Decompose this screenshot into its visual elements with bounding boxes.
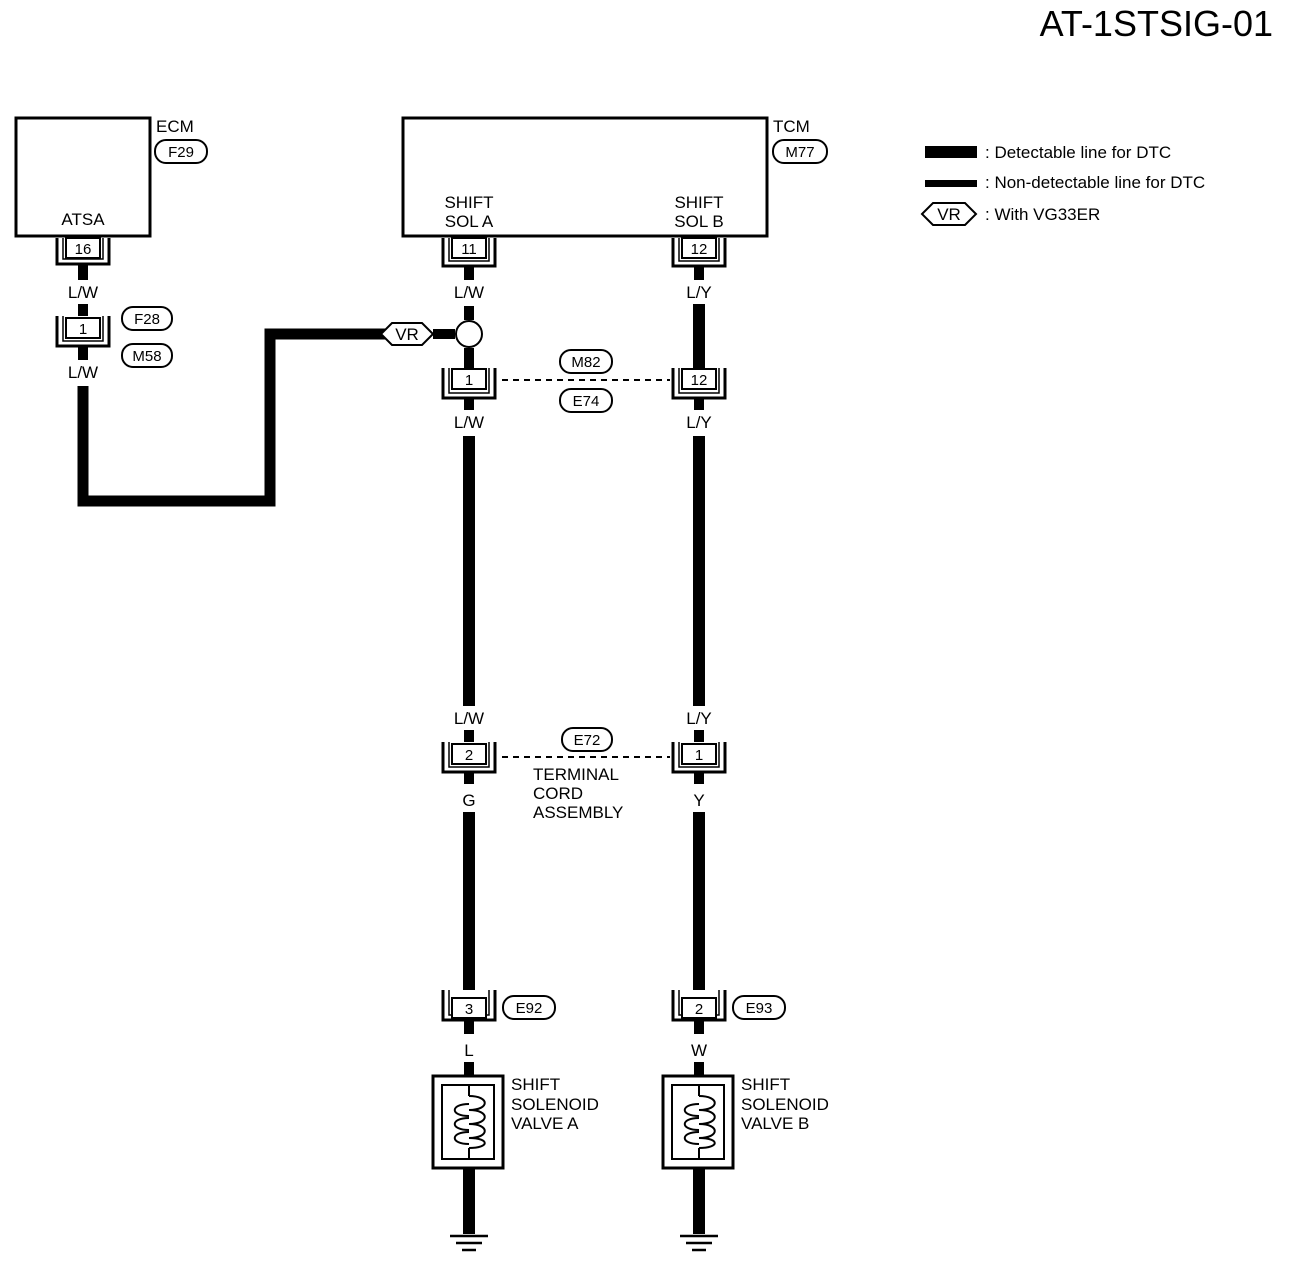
tcm-name: TCM [773, 117, 810, 136]
tcm-sol-a-line2: SOL A [445, 212, 494, 231]
ecm-box [14, 116, 152, 238]
vr-option-tag-text: VR [395, 325, 419, 344]
e74-badge [559, 388, 613, 413]
e72-pin-a-number: 2 [465, 747, 473, 764]
wire-a-lower [463, 812, 475, 990]
wire-b-upper [693, 304, 705, 370]
wire-label-a-m82: L/W [454, 413, 484, 432]
ground-a-icon [450, 1234, 488, 1252]
tcm-sol-a-line1: SHIFT [444, 193, 493, 212]
legend-detectable-text: : Detectable line for DTC [985, 143, 1171, 162]
tcm-unit: TCM M77 SHIFT SOL A SHIFT SOL B 11 12 [401, 116, 828, 268]
wire-label-a-g: G [462, 791, 475, 810]
solenoid-a-line1: SHIFT [511, 1075, 560, 1094]
legend-option-text: : With VG33ER [985, 205, 1100, 224]
wire-label-a-tcm: L/W [454, 283, 484, 302]
tcm-pin-a-box [451, 237, 487, 259]
tcm-sol-b-line1: SHIFT [674, 193, 723, 212]
solenoid-b-line2: SOLENOID [741, 1095, 829, 1114]
connector-e72: 2 1 E72 TERMINAL CORD ASSEMBLY [441, 727, 727, 822]
m82-badge [559, 349, 613, 374]
wire-label-a-e72: L/W [454, 709, 484, 728]
e92-label: E92 [516, 1000, 543, 1017]
connector-e93: 2 E93 [671, 990, 786, 1022]
wire-label-b-w: W [691, 1041, 707, 1060]
wire-b-lower [693, 812, 705, 990]
ecm-pin-box [65, 237, 101, 259]
wire-ecm-to-junction [77, 328, 400, 507]
e72-desc-line3: ASSEMBLY [533, 803, 623, 822]
ecm-terminal-label: ATSA [61, 210, 105, 229]
legend-detectable-line [925, 146, 977, 158]
legend-option-tag-text: VR [937, 205, 961, 224]
e72-desc-line2: CORD [533, 784, 583, 803]
tcm-connector-label: M77 [785, 144, 814, 161]
f28-label: F28 [134, 311, 160, 328]
f28-pin-box [65, 317, 101, 339]
m82-pin-a-number: 1 [465, 372, 473, 389]
junction-point [455, 320, 483, 348]
e93-label: E93 [746, 1000, 773, 1017]
m82-pin-b-number: 12 [691, 372, 708, 389]
e92-badge [502, 995, 556, 1020]
tcm-box [401, 116, 769, 238]
e92-pin-number: 3 [465, 1001, 473, 1018]
wire-label-a-l: L [464, 1041, 473, 1060]
ecm-unit: ECM F29 ATSA 16 [14, 116, 208, 266]
tcm-pin-b-box [681, 237, 717, 259]
wire-label-b-m82: L/Y [686, 413, 712, 432]
page-title: AT-1STSIG-01 [1040, 3, 1273, 44]
wire-label-b-y: Y [693, 791, 704, 810]
wire-label-m58: L/W [68, 363, 98, 382]
m82-label: M82 [571, 354, 600, 371]
tcm-pin-b-number: 12 [691, 241, 708, 258]
ecm-connector-label: F29 [168, 144, 194, 161]
wire-a-main [463, 436, 475, 706]
legend-nondetectable-line [925, 180, 977, 187]
ecm-connector-badge [154, 139, 208, 164]
legend: : Detectable line for DTC : Non-detectab… [920, 143, 1205, 226]
solenoid-b-line1: SHIFT [741, 1075, 790, 1094]
coil-b-icon [698, 1095, 716, 1149]
tcm-sol-b-line2: SOL B [674, 212, 723, 231]
solenoid-valve-b: SHIFT SOLENOID VALVE B [661, 1074, 829, 1170]
legend-nondetectable-text: : Non-detectable line for DTC [985, 173, 1205, 192]
wire-label-b-e72: L/Y [686, 709, 712, 728]
tcm-connector-badge [772, 139, 828, 164]
ecm-pin-number: 16 [75, 241, 92, 258]
e72-pin-b-number: 1 [695, 747, 703, 764]
solenoid-a-line2: SOLENOID [511, 1095, 599, 1114]
e93-pin-box [681, 997, 717, 1019]
m82-pin-a-box [451, 368, 487, 390]
e72-desc-line1: TERMINAL [533, 765, 619, 784]
wire-b-main [693, 436, 705, 706]
e93-pin-number: 2 [695, 1001, 703, 1018]
connector-m82-e74: 1 12 M82 E74 [441, 349, 727, 413]
wire-label-b-tcm: L/Y [686, 283, 712, 302]
e74-label: E74 [573, 393, 600, 410]
connector-e92: 3 E92 [441, 990, 556, 1022]
m58-badge [121, 343, 173, 368]
wire-label-ecm: L/W [68, 283, 98, 302]
coil-a-icon [468, 1095, 486, 1149]
solenoid-a-line3: VALVE A [511, 1114, 579, 1133]
solenoid-b-line3: VALVE B [741, 1114, 809, 1133]
e72-pin-a-box [451, 743, 487, 765]
e92-pin-box [451, 997, 487, 1019]
e72-badge [561, 727, 613, 752]
legend-option-tag [920, 202, 978, 226]
f28-pin-number: 1 [79, 321, 87, 338]
f28-badge [121, 306, 173, 331]
connector-f28-m58: 1 F28 M58 [55, 306, 173, 368]
m58-label: M58 [132, 348, 161, 365]
e72-label: E72 [574, 732, 601, 749]
e93-badge [732, 995, 786, 1020]
e72-pin-b-box [681, 743, 717, 765]
solenoid-valve-a: SHIFT SOLENOID VALVE A [431, 1074, 599, 1170]
ecm-name: ECM [156, 117, 194, 136]
tcm-pin-a-number: 11 [461, 241, 477, 258]
wire-ecm-stub [78, 264, 88, 280]
ground-b-icon [680, 1234, 718, 1252]
